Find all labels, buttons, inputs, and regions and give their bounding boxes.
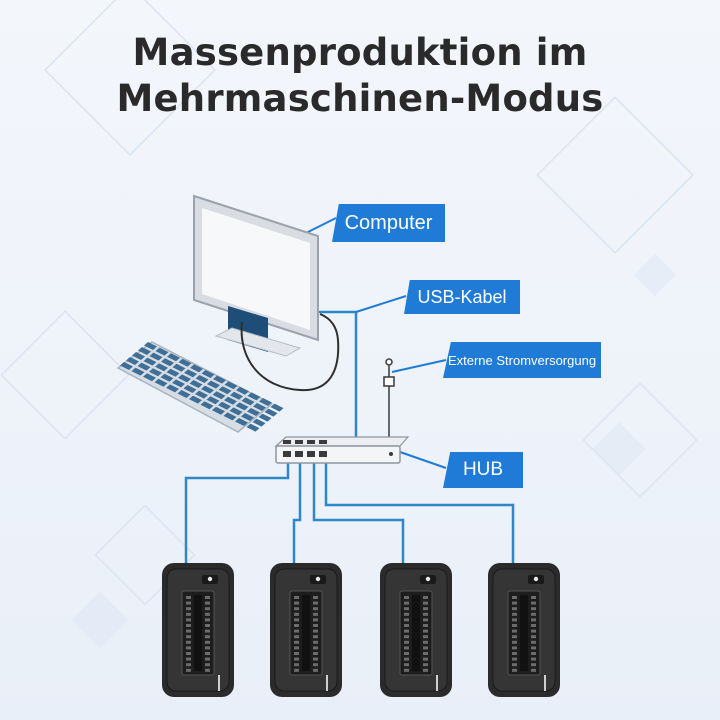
keyboard-key — [241, 397, 255, 406]
keyboard-key — [167, 353, 180, 362]
page-title: Massenproduktion im Mehrmaschinen-Modus — [0, 30, 720, 122]
keyboard-key — [201, 385, 214, 394]
keyboard-key — [190, 364, 203, 373]
keyboard-key — [178, 374, 191, 383]
keyboard-key — [155, 363, 168, 372]
keyboard-key — [126, 357, 139, 365]
keyboard-key — [189, 395, 202, 404]
keyboard-key — [137, 362, 151, 371]
keyboard-key — [195, 390, 208, 399]
title-line-1: Massenproduktion im — [132, 31, 588, 74]
keyboard-key — [252, 418, 266, 427]
programmer-devices — [162, 563, 560, 697]
keyboard-key — [138, 347, 151, 355]
cable-device-2 — [292, 458, 302, 567]
keyboard-key — [144, 342, 157, 350]
usb-cable-line — [318, 310, 358, 442]
cable-device-1 — [184, 458, 290, 567]
keyboard-key — [200, 401, 214, 410]
keyboard-key — [212, 391, 226, 400]
keyboard-key — [213, 375, 226, 384]
keyboard-key — [246, 423, 260, 432]
keyboard-key — [230, 391, 243, 400]
keyboard-key — [149, 368, 162, 377]
keyboard-key — [160, 373, 174, 382]
keyboard-key — [149, 352, 163, 361]
keyboard-key — [229, 407, 243, 416]
keyboard-key — [120, 362, 133, 370]
computer-monitor — [193, 194, 340, 392]
keyboard-key — [258, 413, 272, 422]
keyboard-key — [178, 358, 192, 367]
keyboard-key — [184, 369, 197, 378]
cable-device-4 — [324, 458, 515, 567]
keyboard-key — [155, 347, 169, 356]
keyboard-key — [247, 408, 260, 416]
keyboard-key — [143, 373, 156, 382]
programmer-device — [488, 563, 560, 697]
keyboard-key — [131, 367, 145, 376]
keyboard-key — [236, 386, 249, 395]
keyboard-key — [206, 396, 220, 405]
external-power-callout: Externe Stromversorgung — [443, 342, 601, 378]
programmer-device — [380, 563, 452, 697]
keyboard-key — [218, 401, 231, 410]
programmer-device — [162, 563, 234, 697]
computer-callout: Computer — [332, 204, 445, 242]
keyboard — [116, 341, 284, 433]
keyboard-key — [270, 403, 284, 412]
keyboard-key — [189, 380, 203, 388]
external-power-plug — [383, 358, 395, 440]
keyboard-key — [177, 390, 191, 398]
programmer-device — [270, 563, 342, 697]
keyboard-key — [224, 396, 237, 405]
keyboard-key — [172, 363, 186, 372]
keyboard-key — [218, 386, 232, 395]
keyboard-key — [224, 381, 238, 390]
keyboard-key — [166, 384, 179, 393]
keyboard-key — [235, 402, 249, 411]
keyboard-key — [235, 418, 248, 426]
keyboard-key — [223, 412, 237, 421]
keyboard-key — [195, 375, 209, 383]
keyboard-key — [241, 413, 254, 421]
keyboard-key — [247, 392, 261, 401]
hub-callout: HUB — [443, 452, 523, 488]
keyboard-key — [161, 358, 174, 367]
usb-cable-callout: USB-Kabel — [404, 280, 520, 314]
keyboard-key — [259, 398, 272, 406]
keyboard-key — [172, 379, 185, 388]
keyboard-key — [201, 370, 215, 378]
keyboard-key — [253, 403, 266, 411]
keyboard-key — [212, 406, 225, 415]
cable-device-3 — [312, 458, 405, 567]
usb-hub — [274, 436, 410, 464]
title-line-2: Mehrmaschinen-Modus — [116, 77, 604, 120]
keyboard-key — [143, 357, 157, 366]
keyboard-key — [154, 378, 168, 387]
keyboard-key — [183, 385, 197, 393]
keyboard-key — [264, 408, 278, 417]
keyboard-key — [132, 352, 145, 360]
keyboard-key — [166, 368, 180, 377]
keyboard-key — [207, 380, 220, 389]
